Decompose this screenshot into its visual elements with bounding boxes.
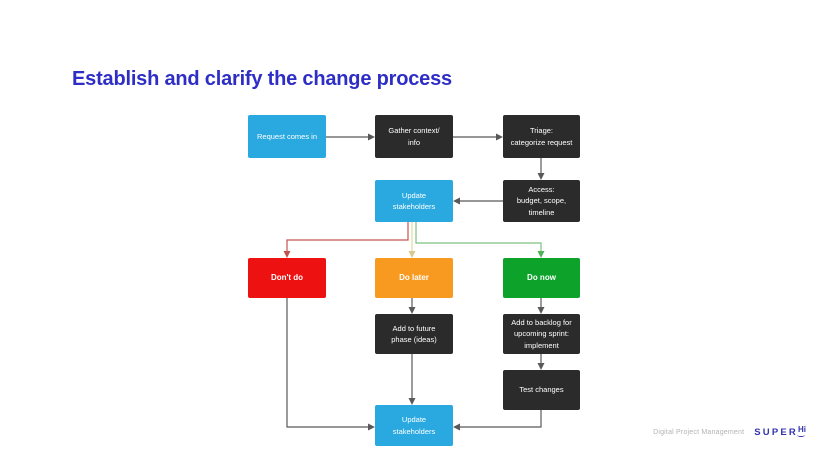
connector-update-donow bbox=[415, 222, 545, 258]
connector-update-dontdo bbox=[283, 222, 409, 258]
connector-access-update bbox=[453, 197, 503, 205]
node-request-comes-in: Request comes in bbox=[248, 115, 326, 158]
node-dont-do: Don't do bbox=[248, 258, 326, 298]
connector-dolater-future bbox=[408, 298, 416, 314]
connector-future-update bbox=[408, 354, 416, 405]
node-future-phase: Add to future phase (ideas) bbox=[375, 314, 453, 354]
superhi-logo-hi: Hi bbox=[796, 425, 806, 437]
superhi-logo: SUPERHi bbox=[754, 425, 806, 438]
node-do-later: Do later bbox=[375, 258, 453, 298]
node-triage: Triage: categorize request bbox=[503, 115, 580, 158]
course-name: Digital Project Management bbox=[653, 429, 745, 437]
node-do-now: Do now bbox=[503, 258, 580, 298]
node-gather-context: Gather context/ info bbox=[375, 115, 453, 158]
connector-gather-triage bbox=[453, 133, 503, 141]
node-add-to-backlog: Add to backlog for upcoming sprint: impl… bbox=[503, 314, 580, 354]
node-update-stakeholders-bottom: Update stakeholders bbox=[375, 405, 453, 446]
node-update-stakeholders-top: Update stakeholders bbox=[375, 180, 453, 222]
connector-triage-access bbox=[537, 158, 545, 180]
page-title: Establish and clarify the change process bbox=[72, 68, 452, 90]
connector-donow-backlog bbox=[537, 298, 545, 314]
node-test-changes: Test changes bbox=[503, 370, 580, 410]
connector-backlog-test bbox=[537, 354, 545, 370]
connector-dontdo-update bbox=[286, 298, 375, 431]
connector-update-dolater bbox=[408, 222, 416, 258]
node-access-budget: Access: budget, scope, timeline bbox=[503, 180, 580, 222]
connector-test-update bbox=[453, 410, 542, 431]
connector-request-gather bbox=[326, 133, 375, 141]
slide-footer: Digital Project Management SUPERHi bbox=[653, 425, 806, 438]
